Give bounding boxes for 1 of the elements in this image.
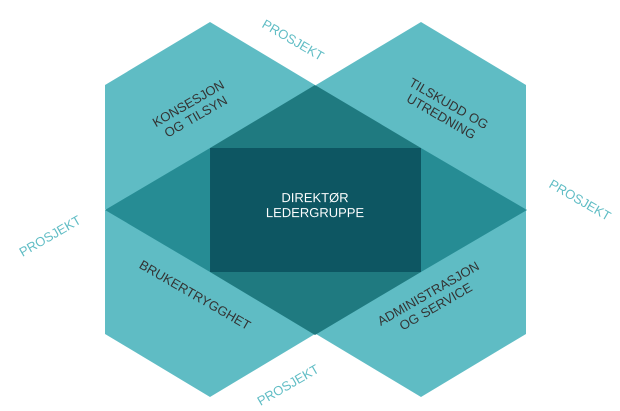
center-box: DIREKTØR LEDERGRUPPE [210, 148, 421, 272]
